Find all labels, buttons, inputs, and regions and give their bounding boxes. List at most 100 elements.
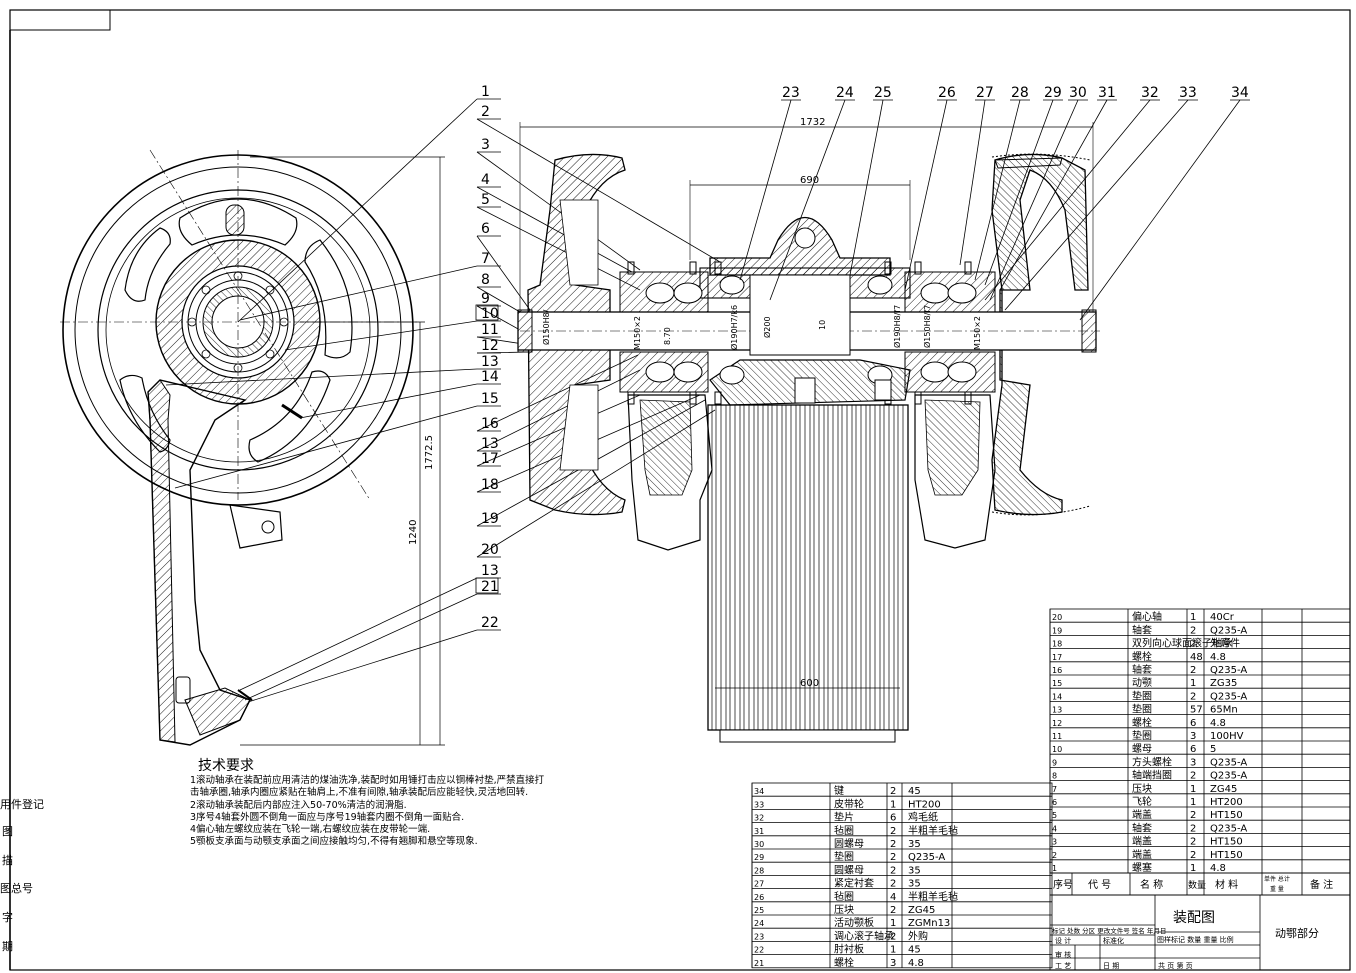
bom-cell: 100HV	[1210, 731, 1244, 742]
bom-header: 序号 代 号 名 称 数量 材 料 单件 总计 重 量 备 注	[1049, 872, 1351, 896]
bom-cell: 26	[754, 893, 764, 902]
bom-cell: 毡圈	[834, 890, 854, 903]
balloon-label: 27	[976, 85, 994, 101]
balloon-label: 24	[836, 85, 854, 101]
bom-cell: 4.8	[1210, 863, 1226, 874]
bom-cell: 35	[908, 879, 921, 890]
balloon-leader	[299, 383, 478, 419]
bom-header-code: 代 号	[1088, 879, 1111, 891]
balloon-leader	[284, 320, 478, 351]
bom-cell: 32	[754, 814, 764, 823]
balloon-label: 10	[481, 306, 499, 322]
margin-labels: 用件登记 图 描 图总号 字 期	[0, 797, 44, 953]
balloon-leader	[769, 99, 846, 301]
bom-cell: 2	[1190, 837, 1196, 848]
fit-label-3: Ø190H7/k6	[729, 305, 739, 350]
balloon-label: 13	[481, 436, 499, 452]
balloon-label: 14	[481, 369, 499, 385]
balloon-leader	[739, 99, 792, 281]
bom-cell: 2	[1190, 823, 1196, 834]
bom-cell: 45	[908, 786, 921, 797]
bom-cell: 2	[1190, 850, 1196, 861]
bom-cell: 外购件	[1210, 637, 1240, 650]
bom-cell: ZG35	[1210, 678, 1237, 689]
bom-cell: HT200	[1210, 797, 1243, 808]
balloon-label: 17	[481, 451, 499, 467]
bom-cell: 6	[890, 813, 896, 824]
bom-cell: 5	[1052, 811, 1057, 820]
balloon-label: 3	[481, 137, 490, 153]
balloon-leader	[849, 99, 884, 276]
bom-header-material: 材 料	[1215, 878, 1238, 891]
fit-label-4: Ø190H8/f7	[892, 305, 902, 348]
balloon-label: 16	[481, 416, 499, 432]
tech-title: 技术要求	[198, 758, 254, 774]
bom-header-no: 序号	[1053, 878, 1073, 891]
bom-cell: 8	[1052, 772, 1057, 781]
bom-cell: 28	[754, 866, 764, 875]
balloon-leader	[1079, 99, 1241, 321]
title-row-review: 审 核	[1055, 950, 1071, 959]
bom-cell: 23	[754, 932, 764, 941]
bom-cell: Q235-A	[1210, 665, 1247, 676]
bom-cell: Q235-A	[1210, 625, 1247, 636]
bom-cell: 48	[1190, 652, 1203, 663]
bom-cell: 5	[1210, 744, 1216, 755]
bom-cell: 21	[754, 959, 764, 968]
balloon-leader	[174, 405, 478, 489]
bom-cell: 调心滚子轴承	[834, 929, 894, 942]
balloon-leader	[904, 99, 948, 291]
bom-cell: 2	[1190, 771, 1196, 782]
bom-cell: 35	[908, 839, 921, 850]
bom-cell: 1	[1190, 612, 1196, 623]
bom-cell: 22	[754, 946, 764, 955]
bom-cell: 1	[1190, 797, 1196, 808]
balloon-leader	[989, 99, 1079, 301]
section-view-shaft: 1732 690	[517, 117, 1100, 743]
title-row-date: 日 期	[1103, 962, 1119, 970]
tech-item: 2滚动轴承装配后内部应注入50-70%清洁的润滑脂.	[190, 799, 407, 811]
title-row-process: 工 艺	[1055, 962, 1071, 970]
bom-cell: 垫圈	[834, 850, 854, 863]
fit-label-1: Ø150H8/	[541, 309, 551, 345]
bom-cell: 4	[1052, 824, 1057, 833]
bom-cell: 螺栓	[1132, 650, 1152, 663]
bom-cell: 2	[890, 879, 896, 890]
fit-label-7: Ø200	[762, 316, 772, 338]
balloon-leader	[984, 99, 1054, 286]
title-block: 装配图 动鄂部分 标记 处数 分区 更改文件号 签名 年月日 设 计 标准化 图…	[1049, 894, 1351, 971]
bom-cell: 肘衬板	[834, 943, 864, 956]
fit-label-2: M150×2	[633, 316, 642, 350]
bom-cell: 半粗羊毛毡	[908, 890, 958, 903]
bom-cell: 12	[1052, 719, 1062, 728]
balloon-label: 26	[938, 85, 956, 101]
bom-cell: 45	[908, 945, 921, 956]
bom-cell: 方头螺栓	[1132, 755, 1172, 768]
bom-cell: 1	[1190, 678, 1196, 689]
fit-label-5: M150×2	[973, 316, 982, 350]
margin-label-zi: 字	[2, 910, 13, 924]
title-row-pages: 共 页 第 页	[1158, 961, 1193, 970]
bom-cell: 4	[890, 892, 896, 903]
bom-cell: 35	[908, 865, 921, 876]
bom-cell: 2	[890, 826, 896, 837]
bom-cell: 活动颚板	[834, 916, 874, 929]
balloon-label: 22	[481, 615, 499, 631]
bom-cell: Q235-A	[1210, 771, 1247, 782]
bom-cell: 飞轮	[1132, 795, 1152, 808]
bom-cell: 螺栓	[834, 956, 854, 969]
bom-cell: 30	[754, 840, 764, 849]
bom-cell: 6	[1190, 744, 1196, 755]
bom-cell: 6	[1190, 718, 1196, 729]
balloon-label: 15	[481, 391, 499, 407]
bom-cell: 57	[1190, 705, 1203, 716]
bom-cell: 外购	[908, 929, 928, 942]
tech-item: 4偏心轴左螺纹应装在飞轮一端,右螺纹应装在皮带轮一端.	[190, 824, 431, 836]
tech-item: 击轴承圈,轴承内圈应紧贴在轴肩上,不准有间隙,轴承装配后应能轻快,灵活地回转.	[190, 787, 529, 799]
fit-label-6: Ø150H8/f7	[922, 305, 932, 348]
balloon-label: 8	[481, 272, 490, 288]
balloon-leader	[476, 235, 531, 311]
